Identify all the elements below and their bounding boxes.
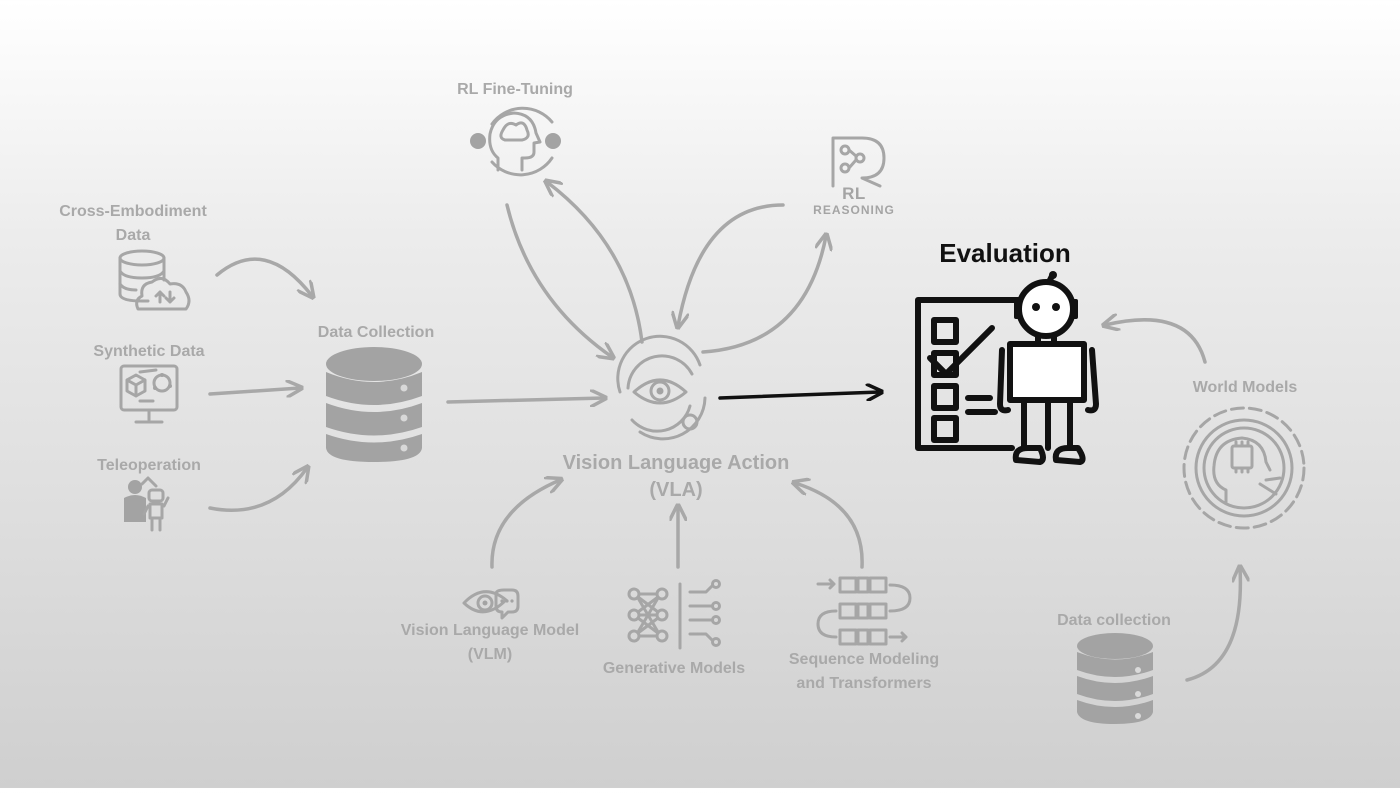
teleoperation-text: Teleoperation	[97, 457, 201, 474]
data-collection-text: Data Collection	[317, 324, 435, 341]
rl-finetuning-icon	[470, 106, 561, 177]
data-collection-label: Data Collection	[296, 321, 456, 345]
vlm-line1: Vision Language Model	[400, 622, 580, 639]
world-models-icon	[1182, 406, 1306, 530]
sequence-modeling-line2: and Transformers	[796, 675, 932, 692]
vlm-eye-chat-icon	[462, 588, 520, 620]
arrow-rl-reasoning-to-vla	[678, 203, 785, 326]
arrow-world-models-to-evaluation	[1105, 320, 1207, 364]
arrow-vlm-to-vla	[490, 480, 560, 569]
arrow-vla-to-rl-finetuning	[547, 182, 644, 344]
synthetic-data-text: Synthetic Data	[93, 343, 205, 360]
evaluation-text: Evaluation	[939, 238, 1071, 268]
generative-models-icon	[627, 579, 721, 650]
vla-line2: (VLA)	[649, 479, 703, 501]
synthetic-data-icon	[119, 364, 179, 424]
rl-finetuning-text: RL Fine-Tuning	[457, 81, 573, 98]
cross-embodiment-label: Cross-Embodiment Data	[50, 200, 216, 248]
world-models-text: World Models	[1192, 379, 1298, 396]
cross-embodiment-line1: Cross-Embodiment	[59, 203, 207, 220]
arrow-teleoperation-to-data-collection	[208, 468, 307, 512]
data-collection-secondary-icon	[1077, 633, 1153, 724]
arrow-data-collection-to-vla	[446, 398, 604, 402]
vlm-label: Vision Language Model (VLM)	[380, 619, 600, 667]
rl-reasoning-icon	[831, 136, 886, 188]
arrow-data-collection-to-world-models	[1185, 568, 1240, 682]
data-collection-secondary-label: Data collection	[1036, 609, 1192, 633]
cross-embodiment-icon	[118, 249, 191, 311]
vla-label: Vision Language Action (VLA)	[538, 450, 814, 504]
data-collection-database-icon	[326, 347, 422, 462]
rl-reasoning-label: RL REASONING	[798, 184, 910, 218]
rl-reasoning-bottom-text: REASONING	[813, 203, 895, 217]
sequence-modeling-line1: Sequence Modeling	[788, 651, 940, 668]
rl-finetuning-label: RL Fine-Tuning	[440, 78, 590, 102]
arrow-cross-embodiment-to-data-collection	[215, 257, 312, 296]
sequence-modeling-label: Sequence Modeling and Transformers	[770, 648, 958, 696]
world-models-label: World Models	[1170, 376, 1320, 400]
vlm-line2: (VLM)	[467, 646, 513, 663]
data-collection-secondary-text: Data collection	[1057, 612, 1171, 629]
vla-line1: Vision Language Action	[562, 452, 790, 474]
arrow-vla-to-rl-reasoning	[701, 236, 826, 354]
arrow-sequence-to-vla	[795, 483, 864, 569]
generative-models-text: Generative Models	[602, 660, 746, 677]
vla-eye-icon	[616, 334, 707, 441]
generative-models-label: Generative Models	[584, 657, 764, 681]
arrow-rl-finetuning-to-vla	[505, 203, 612, 357]
teleoperation-icon	[124, 476, 170, 532]
synthetic-data-label: Synthetic Data	[74, 340, 224, 364]
rl-reasoning-top-text: RL	[842, 184, 866, 203]
teleoperation-label: Teleoperation	[74, 454, 224, 478]
evaluation-robot-icon	[915, 271, 1099, 465]
arrow-vla-to-evaluation	[718, 392, 880, 398]
arrow-synthetic-to-data-collection	[208, 388, 300, 394]
cross-embodiment-line2: Data	[115, 227, 151, 244]
sequence-modeling-icon	[816, 576, 912, 646]
evaluation-label: Evaluation	[920, 238, 1090, 269]
